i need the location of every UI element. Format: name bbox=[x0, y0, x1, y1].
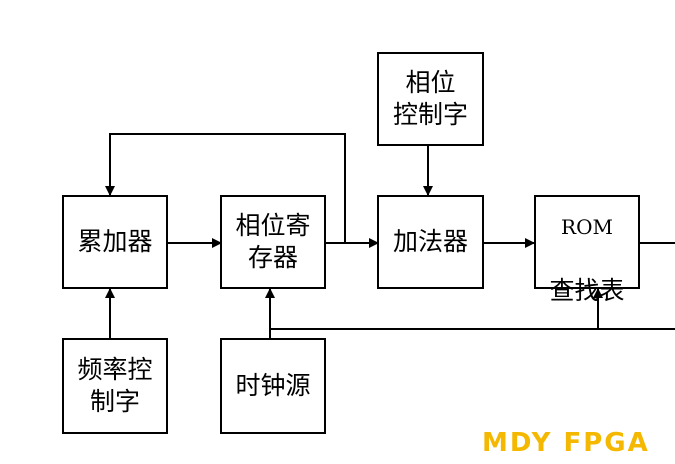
accumulator-label: 累加器 bbox=[77, 227, 153, 256]
feedback-loop-line bbox=[105, 133, 346, 243]
phase-register-block: 相位寄 存器 bbox=[220, 195, 326, 289]
frequency-control-word-block: 频率控 制字 bbox=[62, 338, 168, 434]
phase-control-word-label: 相位 控制字 bbox=[392, 68, 468, 129]
accumulator-block: 累加器 bbox=[62, 195, 168, 289]
adder-label: 加法器 bbox=[392, 227, 468, 256]
clock-source-block: 时钟源 bbox=[220, 338, 326, 434]
clock-source-label: 时钟源 bbox=[235, 371, 311, 400]
rom-lookup-block: ROM 查找表 bbox=[534, 195, 640, 305]
phase-control-word-block: 相位 控制字 bbox=[377, 52, 484, 146]
frequency-control-word-label: 频率控 制字 bbox=[77, 355, 153, 416]
adder-block: 加法器 bbox=[377, 195, 484, 289]
lookup-table-label: 查找表 bbox=[549, 275, 625, 305]
watermark-text: MDY FPGA bbox=[482, 428, 650, 458]
phase-register-label: 相位寄 存器 bbox=[235, 211, 311, 272]
rom-label: ROM bbox=[561, 214, 613, 239]
